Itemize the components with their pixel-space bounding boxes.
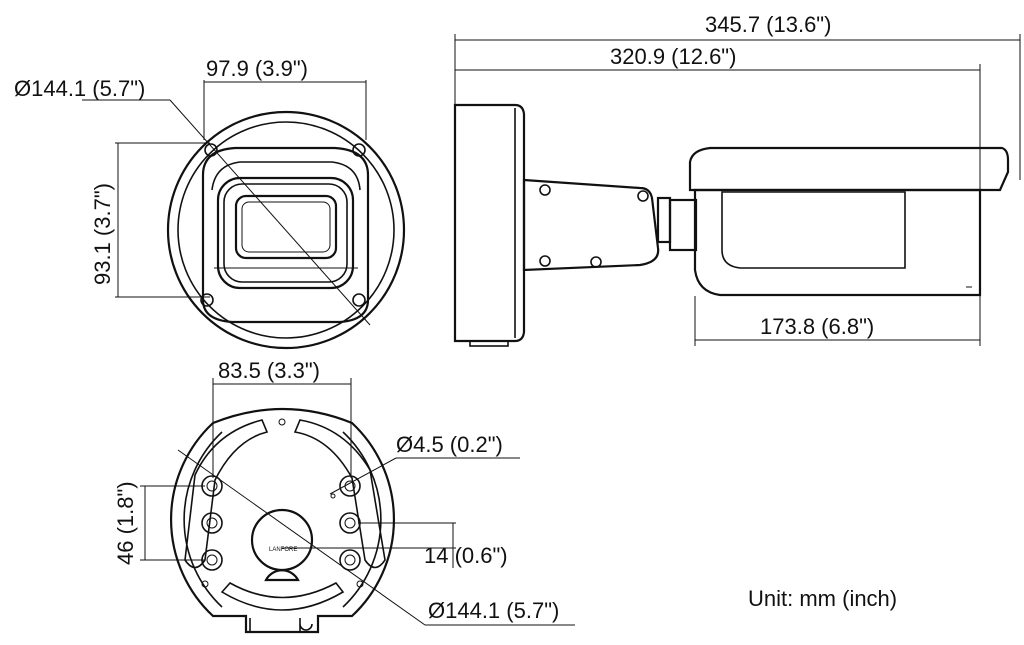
side-body	[693, 188, 982, 297]
base-cable-exit	[264, 569, 300, 582]
base-hole-mid-left-inner	[206, 517, 218, 529]
hole-vertical-label: 46 (1.8")	[113, 481, 138, 565]
base-outline	[170, 407, 395, 634]
front-lens-glass	[241, 201, 331, 253]
hole-offset-label: 14 (0.6")	[424, 543, 508, 568]
front-lens-window	[234, 194, 338, 260]
base-hole-bottom-right-inner	[344, 554, 356, 566]
front-width-label: 97.9 (3.9")	[206, 56, 308, 81]
side-body-window	[721, 191, 906, 269]
hole-diameter-label: Ø4.5 (0.2")	[396, 432, 503, 457]
base-cable-hub	[250, 508, 314, 572]
front-lens-frame-inner	[223, 183, 348, 283]
front-sunshield	[211, 161, 361, 191]
base-brand-label: LANFORE	[269, 547, 297, 553]
side-joint	[656, 196, 672, 244]
base-hole-bottom-right	[339, 549, 361, 571]
unit-note: Unit: mm (inch)	[748, 586, 897, 611]
base-diameter-leader	[177, 449, 426, 626]
base-pin-left	[201, 580, 209, 588]
base-hole-bottom-left-inner	[206, 554, 218, 566]
front-diameter-leader	[169, 99, 371, 326]
hole-diameter-leader	[329, 457, 397, 495]
base-pin-mid	[330, 493, 336, 499]
front-outer-ring	[166, 110, 406, 350]
base-view	[140, 378, 575, 634]
side-sunshield	[688, 146, 1010, 192]
front-inner-ring	[177, 121, 395, 339]
base-pin-right	[356, 580, 364, 588]
base-hole-top-right	[339, 475, 361, 497]
side-mount-plate-foot	[469, 340, 509, 347]
base-hole-mid-left	[201, 512, 223, 534]
front-screw-bottom-right	[352, 293, 366, 307]
side-arm-screw-3	[637, 190, 649, 202]
side-mount-plate	[453, 103, 526, 343]
base-slot-bottom	[220, 581, 345, 611]
base-slot-left	[184, 419, 269, 569]
front-housing	[201, 146, 370, 324]
base-slot-right	[293, 419, 386, 569]
body-length-label: 320.9 (12.6")	[610, 44, 736, 69]
side-arm-screw-2	[539, 255, 551, 267]
base-length-label: 173.8 (6.8")	[760, 314, 874, 339]
side-view	[453, 34, 1021, 347]
base-pin-top	[278, 418, 286, 426]
front-screw-bottom-left	[200, 293, 214, 307]
total-length-label: 345.7 (13.6")	[705, 12, 831, 37]
base-hole-mid-right-inner	[344, 517, 356, 529]
base-diameter-label: Ø144.1 (5.7")	[428, 598, 559, 623]
front-view	[82, 80, 406, 350]
front-height-label: 93.1 (3.7")	[90, 183, 115, 285]
front-screw-top-right	[352, 143, 366, 157]
side-arm	[522, 178, 660, 272]
front-lens-frame	[216, 176, 355, 290]
base-hole-top-left-inner	[206, 480, 218, 492]
base-hole-mid-right	[339, 512, 361, 534]
base-cable-clip	[249, 618, 313, 632]
front-screw-top-left	[204, 143, 218, 157]
hole-span-label: 83.5 (3.3")	[218, 358, 320, 383]
side-arm-screw-1	[539, 184, 551, 196]
side-joint-collar	[668, 198, 698, 252]
side-arm-screw-4	[590, 256, 602, 268]
front-diameter-label: Ø144.1 (5.7")	[14, 76, 145, 101]
